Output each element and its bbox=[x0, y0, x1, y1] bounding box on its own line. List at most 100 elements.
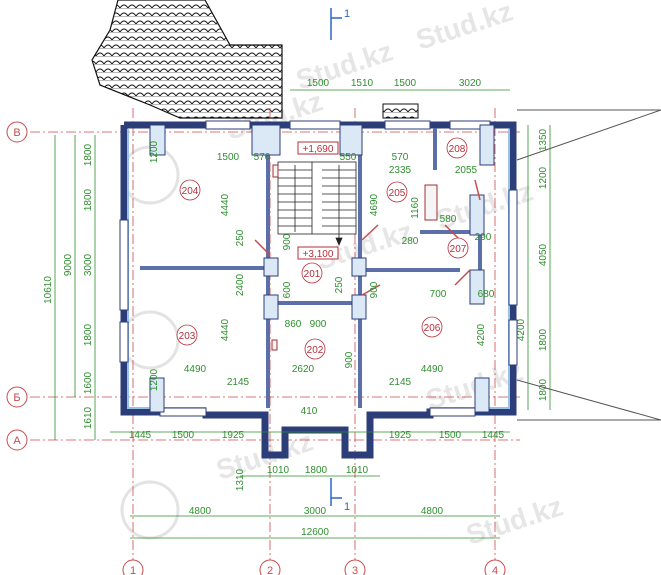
right-roof-outline bbox=[516, 109, 661, 421]
dim-interior: 860 bbox=[285, 319, 302, 330]
dim-interior: 900 bbox=[310, 319, 327, 330]
room-label: 206 bbox=[424, 323, 441, 334]
watermark-logo-icon bbox=[120, 480, 180, 540]
dim-right: 1200 bbox=[538, 166, 549, 189]
section-mark-label: 1 bbox=[344, 8, 350, 20]
dim-bottom: 1500 bbox=[172, 430, 195, 441]
dim-interior: 600 bbox=[282, 281, 293, 298]
dim-right: 1800 bbox=[538, 328, 549, 351]
dim-interior: 4690 bbox=[369, 193, 380, 216]
dim-interior: 2620 bbox=[292, 364, 315, 375]
door-swings bbox=[254, 179, 481, 296]
dim-interior: 580 bbox=[440, 214, 457, 225]
elevation-box bbox=[297, 246, 339, 260]
dim-bottom-small: 1010 bbox=[267, 465, 290, 476]
dim-bottom: 1925 bbox=[222, 430, 245, 441]
dim-right: 4200 bbox=[516, 318, 527, 341]
dim-overall: 4800 bbox=[421, 506, 444, 517]
axis-markers: В Б А 1 2 3 4 bbox=[6, 121, 506, 575]
room-label: 208 bbox=[449, 144, 466, 155]
watermark-text: Stud.kz bbox=[462, 490, 566, 550]
room-tags bbox=[176, 137, 469, 360]
dim-interior: 1310 bbox=[235, 468, 246, 491]
dim-interior: 2145 bbox=[227, 377, 250, 388]
room-label: 205 bbox=[389, 188, 406, 199]
dimension-lines bbox=[54, 89, 551, 539]
dim-left: 1610 bbox=[83, 406, 94, 429]
dim-bottom: 1445 bbox=[129, 430, 152, 441]
dim-overall: 3000 bbox=[304, 506, 327, 517]
staircase bbox=[277, 161, 357, 247]
axis-label: А bbox=[13, 435, 21, 447]
dim-left: 1800 bbox=[83, 188, 94, 211]
dim-top: 1500 bbox=[394, 78, 417, 89]
dim-right: 4050 bbox=[538, 243, 549, 266]
dim-interior: 700 bbox=[430, 289, 447, 300]
dim-interior: 2400 bbox=[235, 273, 246, 296]
dim-top: 3020 bbox=[459, 78, 482, 89]
dim-interior: 290 bbox=[475, 232, 492, 243]
axis-label: В bbox=[13, 127, 20, 139]
dim-interior: 570 bbox=[392, 152, 409, 163]
dim-interior: 280 bbox=[402, 236, 419, 247]
roof-tiles-hatch bbox=[91, 0, 419, 119]
section-marks bbox=[330, 8, 342, 506]
axis-label: 2 bbox=[267, 565, 273, 575]
dim-bottom: 1925 bbox=[389, 430, 412, 441]
dim-interior: 4200 bbox=[476, 323, 487, 346]
fixtures bbox=[271, 164, 438, 351]
dim-bottom-small: 1800 bbox=[305, 465, 328, 476]
dim-left: 1800 bbox=[83, 323, 94, 346]
dim-interior: 4440 bbox=[220, 318, 231, 341]
watermark-logo-icon bbox=[120, 310, 180, 370]
dim-bottom-small: 1010 bbox=[346, 465, 369, 476]
dim-top: 1510 bbox=[351, 78, 374, 89]
dim-interior: 250 bbox=[334, 276, 345, 293]
dim-interior: 4440 bbox=[220, 193, 231, 216]
dim-overall: 4800 bbox=[189, 506, 212, 517]
section-mark-label: 1 bbox=[344, 501, 350, 513]
elevation-label: +1,690 bbox=[303, 144, 334, 155]
dim-interior: 570 bbox=[254, 152, 271, 163]
dim-interior: 4490 bbox=[184, 364, 207, 375]
dim-interior: 1200 bbox=[149, 368, 160, 391]
dim-left-overall: 9000 bbox=[63, 253, 74, 276]
dim-left: 1800 bbox=[83, 143, 94, 166]
room-label: 204 bbox=[182, 186, 199, 197]
dim-interior: 1160 bbox=[410, 197, 421, 219]
dim-interior: 4490 bbox=[421, 364, 444, 375]
dim-left: 3000 bbox=[83, 253, 94, 276]
dim-interior: 1200 bbox=[149, 140, 160, 163]
dim-left-total: 10610 bbox=[43, 276, 54, 304]
elevation-box bbox=[297, 141, 339, 155]
axis-label: 1 bbox=[130, 565, 136, 575]
room-label: 207 bbox=[450, 244, 467, 255]
dim-interior: 900 bbox=[369, 281, 380, 298]
dim-top: 1500 bbox=[307, 78, 330, 89]
axis-label: 4 bbox=[492, 565, 498, 575]
dim-interior: 2335 bbox=[389, 165, 412, 176]
dim-interior: 1500 bbox=[217, 152, 240, 163]
axis-label: 3 bbox=[352, 565, 358, 575]
dim-interior: 900 bbox=[344, 351, 355, 368]
interior-wall-columns bbox=[149, 124, 495, 413]
dim-interior: 250 bbox=[235, 229, 246, 246]
dim-bottom: 1445 bbox=[482, 430, 505, 441]
dim-interior: 2055 bbox=[455, 165, 478, 176]
axis-label: Б bbox=[13, 392, 20, 404]
dim-interior: 680 bbox=[478, 289, 495, 300]
dim-interior: 410 bbox=[301, 406, 318, 417]
room-label: 203 bbox=[179, 331, 196, 342]
dim-interior: 2145 bbox=[389, 377, 412, 388]
elevation-label: +3,100 bbox=[303, 249, 334, 260]
watermark-text: Stud.kz bbox=[412, 0, 516, 56]
room-label: 201 bbox=[304, 269, 321, 280]
dim-left: 1600 bbox=[83, 371, 94, 394]
dim-interior: 550 bbox=[340, 152, 357, 163]
dim-bottom: 1500 bbox=[439, 430, 462, 441]
room-label: 202 bbox=[307, 345, 324, 356]
dim-interior: 900 bbox=[282, 233, 293, 250]
dim-right: 1800 bbox=[538, 378, 549, 401]
dim-total: 12600 bbox=[301, 527, 329, 538]
